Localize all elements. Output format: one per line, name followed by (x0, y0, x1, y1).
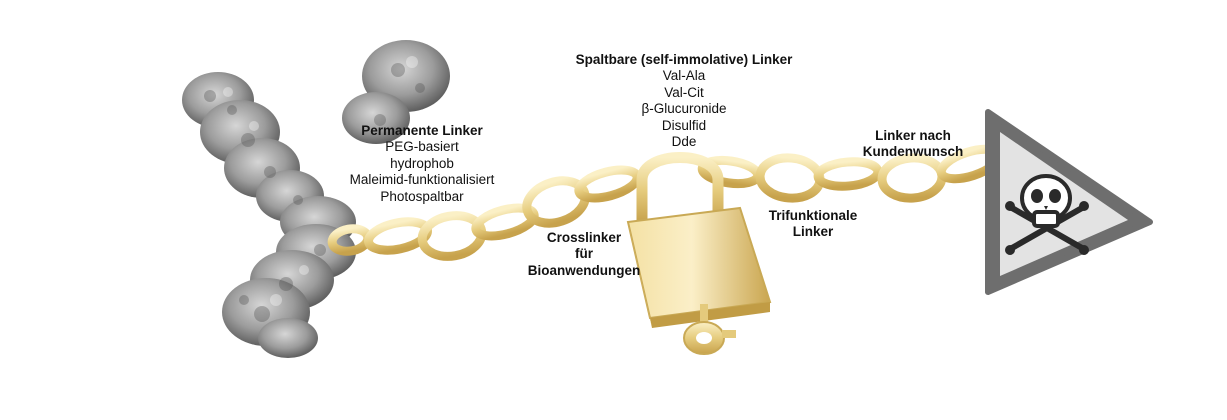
cleavable-linker-item: Val-Cit (664, 84, 704, 100)
toxic-warning-sign-icon (985, 109, 1153, 295)
trifunctional-line: Linker (792, 224, 834, 240)
trifunctional-linker-label: Trifunktionale Linker (753, 208, 873, 241)
custom-linker-line: Linker nach (875, 128, 951, 143)
cleavable-linker-item: Disulfid (661, 117, 707, 133)
custom-linker-line: Kundenwunsch (862, 144, 964, 160)
key-icon (683, 304, 736, 355)
padlock-icon (626, 152, 772, 328)
cleavable-linker-title: Spaltbare (self-immolative) Linker (575, 52, 793, 67)
permanent-linker-label: Permanente Linker PEG-basiert hydrophob … (322, 123, 522, 205)
crosslinker-label: Crosslinker für Bioanwendungen (514, 230, 654, 279)
custom-linker-label: Linker nach Kundenwunsch (838, 128, 988, 161)
permanent-linker-title: Permanente Linker (361, 123, 483, 138)
crosslinker-line: für (575, 246, 593, 262)
permanent-linker-item: PEG-basiert (385, 139, 459, 155)
cleavable-linker-item: Val-Ala (662, 68, 706, 84)
cleavable-linker-item: Dde (671, 134, 697, 150)
skull-crossbones-icon (1005, 174, 1089, 255)
permanent-linker-item: Maleimid-funktionalisiert (349, 172, 495, 188)
cleavable-linker-item: β-Glucuronide (641, 101, 727, 117)
crosslinker-line: Crosslinker (546, 230, 622, 245)
cleavable-linker-label: Spaltbare (self-immolative) Linker Val-A… (548, 52, 820, 151)
trifunctional-line: Trifunktionale (768, 208, 858, 223)
crosslinker-line: Bioanwendungen (527, 262, 641, 278)
permanent-linker-item: hydrophob (390, 155, 454, 171)
permanent-linker-item: Photospaltbar (380, 188, 464, 204)
